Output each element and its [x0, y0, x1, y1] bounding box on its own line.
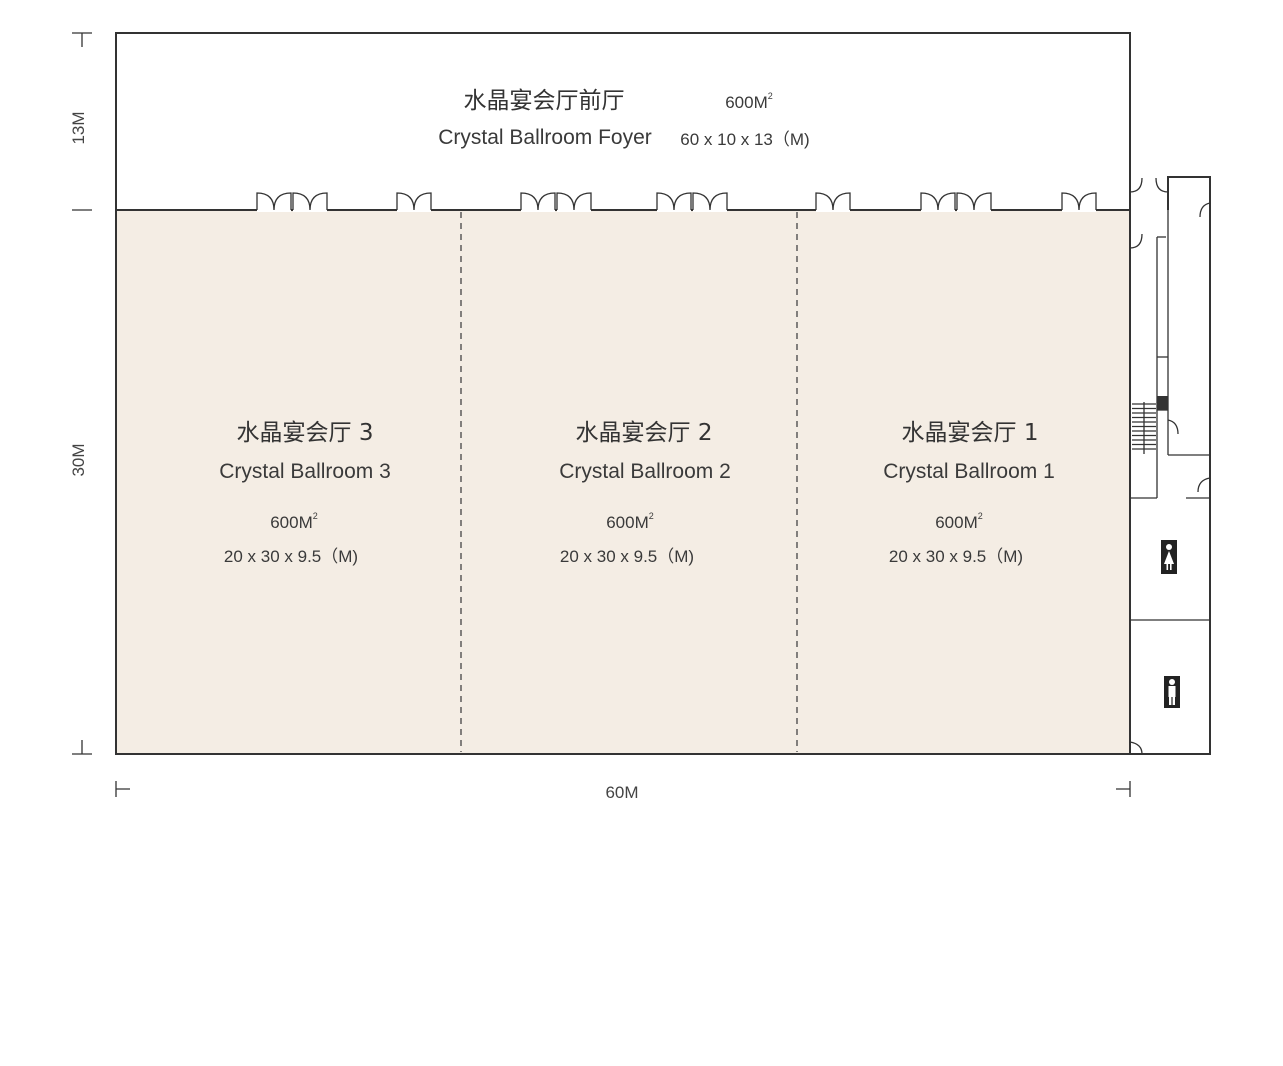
total-width-label: 60M: [605, 783, 638, 802]
ballroom-1-dimensions: 20 x 30 x 9.5（M): [889, 547, 1023, 566]
foyer-name-zh: 水晶宴会厅前厅: [464, 88, 625, 114]
ballroom-1: 水晶宴会厅 1 Crystal Ballroom 1 600M2 20 x 30…: [883, 420, 1055, 566]
ballroom-2-area-value: 600M: [606, 513, 649, 532]
ballroom-1-name-zh: 水晶宴会厅 1: [902, 420, 1039, 446]
foyer-name-en: Crystal Ballroom Foyer: [438, 126, 652, 149]
ballroom-2-area: 600M2: [606, 511, 654, 532]
dimension-ticks: [72, 32, 1131, 797]
foyer-area-sup: 2: [768, 91, 773, 101]
ballroom-2: 水晶宴会厅 2 Crystal Ballroom 2 600M2 20 x 30…: [559, 420, 731, 566]
ballroom-2-name-zh: 水晶宴会厅 2: [576, 420, 713, 446]
stairs-icon: [1132, 402, 1156, 454]
door-swing: [520, 192, 556, 211]
door-swing: [656, 192, 692, 211]
ballroom-2-area-sup: 2: [649, 511, 654, 521]
ballroom-1-name-en: Crystal Ballroom 1: [883, 460, 1055, 483]
ballroom-1-area: 600M2: [935, 511, 983, 532]
foyer-depth-label: 13M: [69, 111, 88, 144]
ballroom-depth-label: 30M: [69, 443, 88, 476]
ballroom-3-area-value: 600M: [270, 513, 313, 532]
ballroom-3-area-sup: 2: [313, 511, 318, 521]
door-swing: [692, 192, 728, 211]
foyer-dimensions: 60 x 10 x 13（M): [680, 130, 809, 149]
door-swing: [292, 192, 328, 211]
ballroom-doors: [256, 192, 1097, 212]
ballroom-2-dimensions: 20 x 30 x 9.5（M): [560, 547, 694, 566]
door-swing: [815, 192, 851, 211]
ballroom-3-area: 600M2: [270, 511, 318, 532]
door-swing: [1061, 192, 1097, 211]
door-swing: [396, 192, 432, 211]
ballroom-3-name-en: Crystal Ballroom 3: [219, 460, 391, 483]
ballroom-2-name-en: Crystal Ballroom 2: [559, 460, 731, 483]
ballroom-1-area-sup: 2: [978, 511, 983, 521]
ballroom-1-area-value: 600M: [935, 513, 978, 532]
ballroom-3: 水晶宴会厅 3 Crystal Ballroom 3 600M2 20 x 30…: [219, 420, 391, 566]
male-restroom-icon: [1164, 676, 1180, 708]
ballroom-3-dimensions: 20 x 30 x 9.5（M): [224, 547, 358, 566]
ballroom-area: [116, 210, 1130, 754]
foyer-area-value: 600M: [725, 93, 768, 112]
female-restroom-icon: [1161, 540, 1177, 574]
foyer-area: 600M2: [725, 91, 773, 112]
ballroom-3-name-zh: 水晶宴会厅 3: [237, 420, 374, 446]
service-block: [1129, 176, 1211, 755]
door-swing: [920, 192, 956, 211]
door-swing: [556, 192, 592, 211]
door-swing: [956, 192, 992, 211]
door-swing: [256, 192, 292, 211]
